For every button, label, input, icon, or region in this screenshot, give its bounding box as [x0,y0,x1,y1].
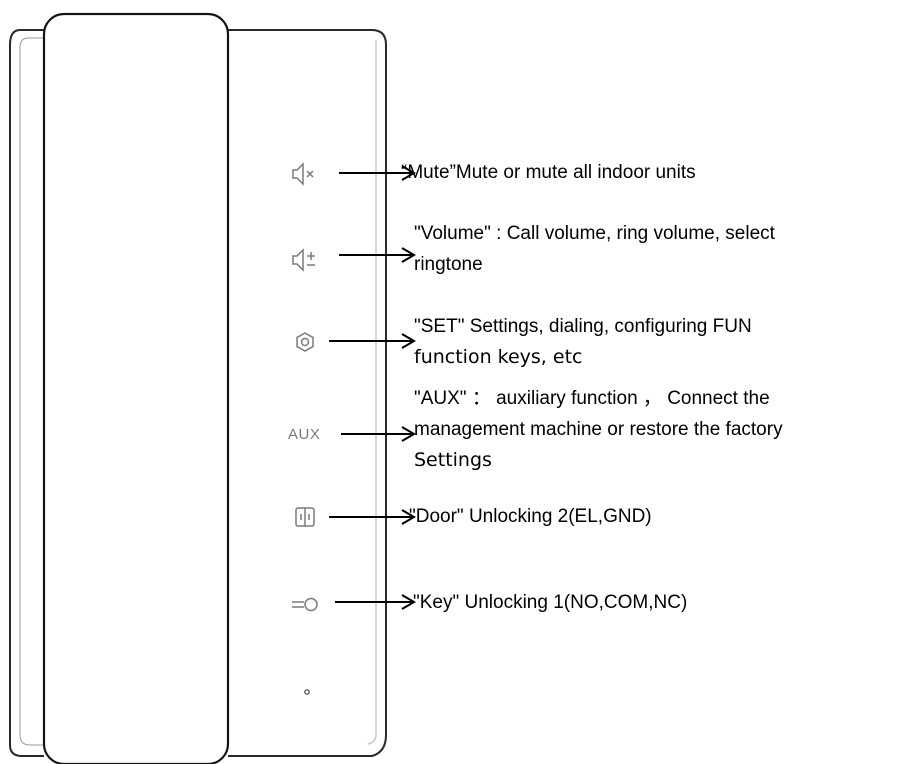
arrow-aux [341,426,416,442]
device-body-right-shadow [367,40,377,745]
aux-description: "AUX" ： auxiliary function ， Connect the… [414,383,909,476]
arrow-door [329,509,416,525]
arrow-mute [339,165,416,181]
mute-description: “Mute”Mute or mute all indoor units [401,157,861,188]
aux-description-line-1: "AUX" ： auxiliary function ， Connect the [414,388,770,409]
device-body-right [228,29,387,757]
speaker-mute-icon[interactable] [292,162,314,186]
key-description: "Key" Unlocking 1(NO,COM,NC) [413,587,893,618]
key-description-line-1: "Key" Unlocking 1(NO,COM,NC) [413,592,688,613]
door-description-line-1: "Door" Unlocking 2(EL,GND) [409,506,652,527]
set-description-line-2: function keys, etc [414,346,583,368]
set-description-line-1: "SET" Settings, dialing, configuring FUN [414,316,752,337]
settings-hexagon-icon[interactable] [296,332,314,352]
arrows [329,165,416,610]
handset[interactable] [42,12,230,764]
speaker-volume-icon[interactable] [292,248,315,272]
door-icon[interactable] [295,507,315,527]
indicator-dot [304,689,310,695]
aux-button-label[interactable]: AUX [288,426,321,443]
volume-description-line-2: ringtone [414,254,483,275]
volume-description-line-1: "Volume" : Call volume, ring volume, sel… [414,223,775,244]
aux-description-line-3: Settings [414,449,492,471]
device-body-inner-edge [19,37,44,746]
aux-description-line-2: management machine or restore the factor… [414,419,783,440]
arrow-key [335,594,416,610]
arrow-set [329,333,416,349]
volume-description: "Volume" : Call volume, ring volume, sel… [414,218,904,280]
mute-description-line-1: “Mute”Mute or mute all indoor units [401,162,696,183]
door-description: "Door" Unlocking 2(EL,GND) [409,501,889,532]
key-icon[interactable] [292,597,318,612]
set-description: "SET" Settings, dialing, configuring FUN… [414,311,904,373]
arrow-volume [339,247,416,263]
device-body-outline [9,29,44,757]
